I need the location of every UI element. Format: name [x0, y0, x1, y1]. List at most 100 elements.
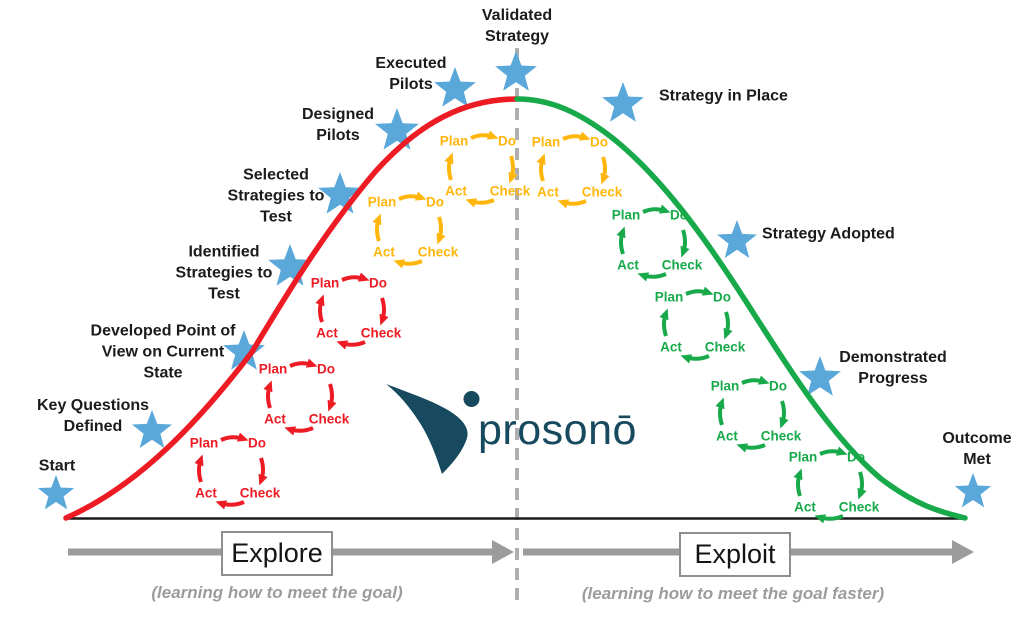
- pdca-arrow: [263, 380, 273, 409]
- pdca-arrow: [680, 354, 710, 364]
- pdca-arrow: [741, 375, 770, 385]
- milestone-label-line: Strategy in Place: [659, 87, 788, 105]
- pdca-arrow: [562, 131, 591, 141]
- pdca-cycle-arrows-orange-3: [444, 130, 518, 208]
- pdca-label-check: Check: [838, 499, 880, 515]
- milestone-label-line: Met: [963, 451, 991, 468]
- milestone-label-line: Progress: [858, 370, 928, 387]
- pdca-label-act: Act: [316, 325, 338, 341]
- pdca-arrow: [398, 191, 427, 201]
- milestone-star-strategy-in-place: [602, 82, 644, 122]
- pdca-arrow: [659, 308, 669, 337]
- logo-swoosh: [386, 384, 468, 474]
- logo-dot: [463, 391, 480, 407]
- pdca-label-plan: Plan: [310, 275, 340, 291]
- milestone-label-line: View on Current: [101, 343, 225, 361]
- pdca-label-do: Do: [317, 361, 335, 377]
- pdca-label-check: Check: [417, 244, 459, 260]
- pdca-label-plan: Plan: [367, 194, 397, 210]
- milestone-star-selected-strategies-to-test: [318, 172, 362, 214]
- prosono-logo-text: prosonō: [478, 406, 637, 454]
- pdca-arrow: [220, 432, 249, 442]
- pdca-arrow: [600, 156, 610, 185]
- milestone-label-line: Pilots: [316, 127, 360, 144]
- pdca-cycle-arrows-green-6: [616, 204, 690, 282]
- pdca-label-check: Check: [308, 411, 350, 427]
- pdca-arrow: [393, 259, 423, 269]
- pdca-arrow: [793, 468, 803, 497]
- pdca-label-do: Do: [847, 449, 865, 465]
- milestone-label-line: Outcome: [942, 430, 1012, 447]
- milestone-label-line: Identified: [188, 243, 260, 261]
- pdca-arrow: [194, 454, 204, 483]
- pdca-label-check: Check: [360, 325, 402, 341]
- pdca-label-do: Do: [498, 133, 516, 149]
- milestone-star-key-questions-defined: [132, 410, 172, 448]
- pdca-label-do: Do: [769, 378, 787, 394]
- exploit-curve: [514, 96, 968, 521]
- pdca-arrow: [680, 229, 690, 258]
- pdca-label-act: Act: [373, 244, 395, 260]
- milestone-star-demonstrated-progress: [799, 356, 841, 396]
- pdca-label-act: Act: [660, 339, 682, 355]
- pdca-label-plan: Plan: [611, 207, 641, 223]
- prosono-logo-mark: [386, 384, 480, 474]
- pdca-arrow: [258, 457, 268, 486]
- exploit-phase-box: Exploit: [679, 532, 791, 577]
- milestone-star-designed-pilots: [375, 108, 419, 150]
- pdca-label-plan: Plan: [710, 378, 740, 394]
- milestone-label-start: Start: [39, 456, 75, 477]
- pdca-label-plan: Plan: [788, 449, 818, 465]
- milestone-star-identified-strategies-to-test: [268, 244, 312, 286]
- milestone-label-line: Key Questions: [36, 397, 150, 414]
- pdca-label-check: Check: [661, 257, 703, 273]
- pdca-label-act: Act: [716, 428, 738, 444]
- pdca-label-do: Do: [713, 289, 731, 305]
- milestone-label-strategy-adopted: Strategy Adopted: [762, 224, 895, 245]
- pdca-label-act: Act: [537, 184, 559, 200]
- pdca-arrow: [637, 272, 667, 282]
- pdca-cycle-arrows-red-1: [263, 358, 337, 436]
- milestone-label-line: Defined: [63, 418, 123, 435]
- pdca-arrow: [642, 204, 671, 214]
- pdca-cycle-arrows-green-8: [715, 375, 789, 453]
- pdca-arrow: [557, 199, 587, 209]
- pdca-cycle-arrows-red-0: [315, 272, 389, 350]
- pdca-arrow: [289, 358, 318, 368]
- pdca-label-act: Act: [617, 257, 639, 273]
- pdca-arrow: [723, 311, 733, 340]
- pdca-arrow: [315, 294, 325, 323]
- pdca-arrow: [444, 152, 454, 181]
- milestone-label-line: Test: [208, 285, 240, 303]
- milestone-star-developed-point-of-view: [223, 330, 265, 370]
- milestone-label-line: Start: [38, 457, 76, 475]
- pdca-arrow: [336, 340, 366, 350]
- pdca-arrow: [465, 198, 495, 208]
- pdca-label-do: Do: [670, 207, 688, 223]
- pdca-arrow: [327, 383, 337, 412]
- milestone-star-outcome-met: [954, 473, 992, 508]
- pdca-arrow: [215, 500, 245, 510]
- pdca-arrow: [379, 297, 389, 326]
- milestone-label-line: Pilots: [389, 76, 433, 93]
- pdca-arrow: [814, 514, 844, 524]
- milestone-star-start: [37, 475, 75, 510]
- pdca-arrow: [436, 216, 446, 245]
- milestone-label-line: Executed: [375, 55, 447, 72]
- pdca-arrow: [372, 213, 382, 242]
- pdca-label-do: Do: [248, 435, 266, 451]
- pdca-arrow: [857, 471, 867, 500]
- milestone-label-line: Strategy: [484, 28, 550, 45]
- milestone-label-line: Designed: [301, 106, 375, 123]
- pdca-cycle-arrows-green-9: [793, 446, 867, 524]
- pdca-label-act: Act: [794, 499, 816, 515]
